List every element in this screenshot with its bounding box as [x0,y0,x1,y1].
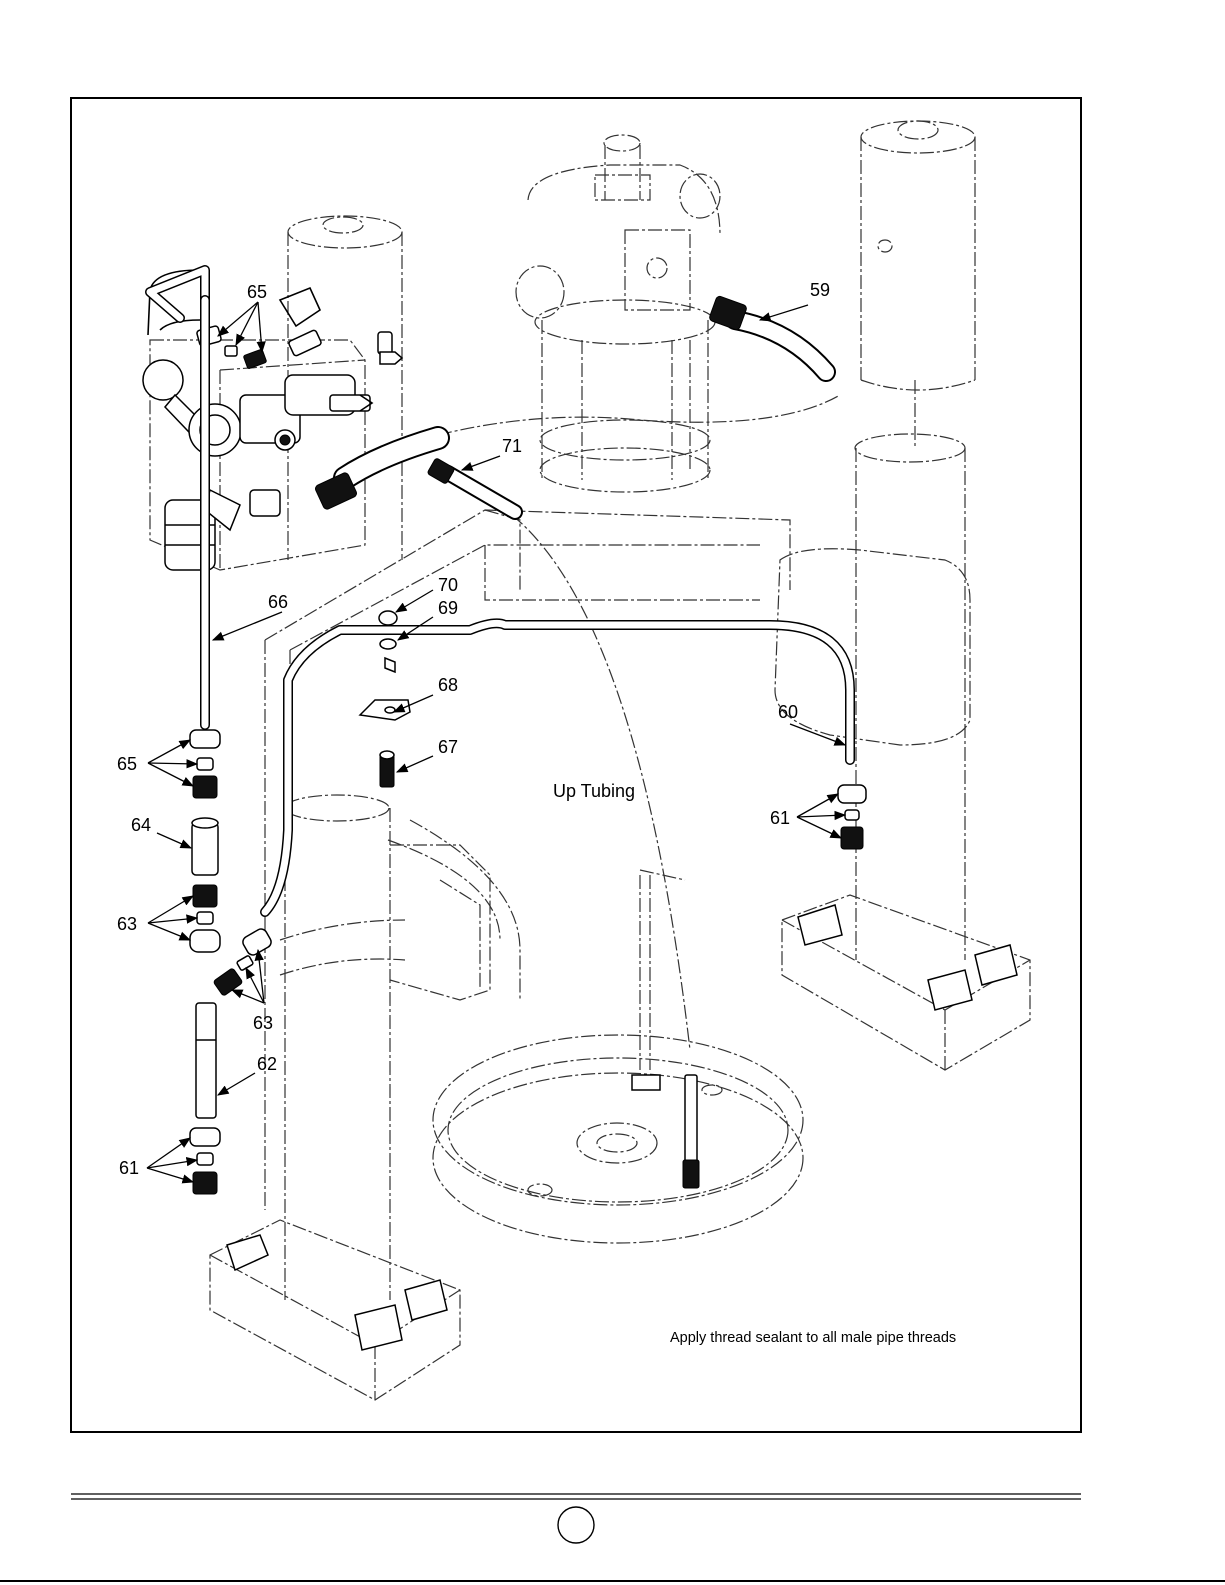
callout-65-top: 65 [247,282,267,302]
thread-sealant-note: Apply thread sealant to all male pipe th… [670,1330,956,1346]
callout-71: 71 [502,436,522,456]
phantom-equipment [210,121,1030,1400]
page-number-badge [558,1507,594,1543]
callout-61-right: 61 [770,808,790,828]
up-tube [632,1075,699,1188]
tube-66 [150,270,205,725]
base-bolts [227,905,1017,1350]
fittings-left-column [190,730,220,1194]
callout-59: 59 [810,280,830,300]
hose-main [314,438,438,510]
fittings-right [838,785,866,849]
callout-62: 62 [257,1054,277,1074]
fittings-63-right [213,927,273,996]
callout-60: 60 [778,702,798,722]
hose-71 [427,458,515,512]
callout-69: 69 [438,598,458,618]
callout-68: 68 [438,675,458,695]
tube-60 [265,623,850,912]
hose-59 [709,295,826,372]
callout-63-right: 63 [253,1013,273,1033]
callout-66: 66 [268,592,288,612]
callout-67: 67 [438,737,458,757]
callout-65-left: 65 [117,754,137,774]
callout-64: 64 [131,815,151,835]
diagram-frame [71,98,1081,1432]
section-label: Up Tubing [553,781,635,801]
callout-61-left: 61 [119,1158,139,1178]
callout-63-left: 63 [117,914,137,934]
callout-70: 70 [438,575,458,595]
